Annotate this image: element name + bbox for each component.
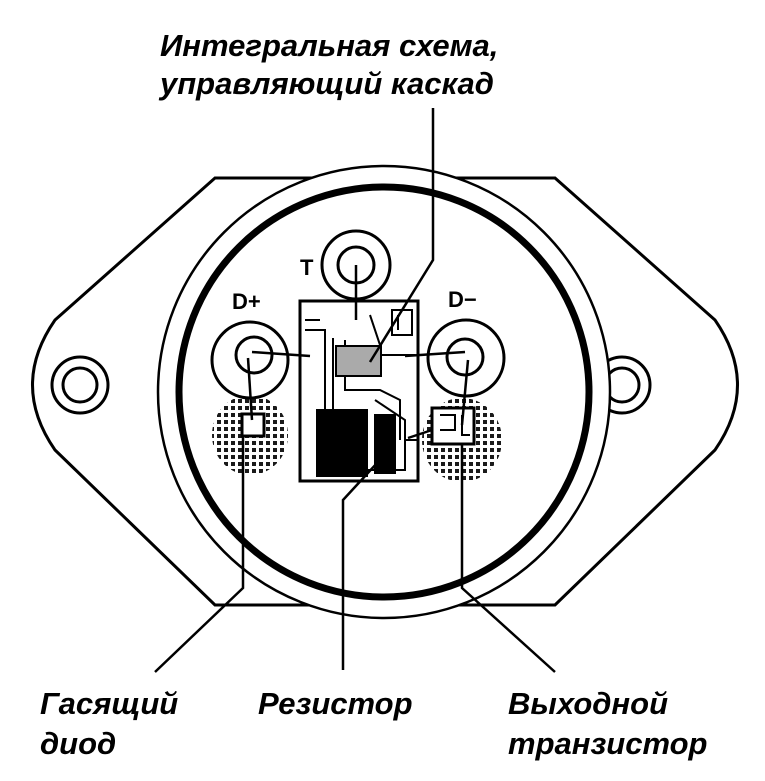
resistor-element-right bbox=[374, 414, 396, 474]
leader-lines bbox=[154, 108, 556, 673]
pin-d-minus-icon bbox=[426, 318, 506, 398]
pin-d-minus-label: D− bbox=[448, 287, 477, 312]
ic-label-line1: Интегральная схема, bbox=[160, 28, 499, 63]
diode-chip bbox=[240, 412, 266, 438]
resistor-label: Резистор bbox=[258, 686, 413, 721]
transistor-leader-line bbox=[460, 444, 556, 673]
diode-label-line1: Гасящий bbox=[40, 686, 179, 721]
pin-d-plus-icon bbox=[210, 320, 290, 400]
transistor-label-line2: транзистор bbox=[508, 726, 708, 761]
diode-label-line2: диод bbox=[40, 726, 117, 761]
left-mounting-hole-icon bbox=[50, 355, 110, 415]
transistor-label-line1: Выходной bbox=[508, 686, 669, 721]
resistor-leader-line bbox=[341, 461, 379, 670]
ic-label-line2: управляющий каскад bbox=[160, 66, 494, 101]
transistor-chip bbox=[430, 406, 476, 446]
ic-die bbox=[335, 345, 382, 377]
pin-d-plus-label: D+ bbox=[232, 289, 261, 314]
diode-leader-line bbox=[154, 436, 245, 673]
resistor-element-left bbox=[316, 409, 368, 477]
ic-leader-line bbox=[368, 108, 435, 363]
bond-wires bbox=[246, 265, 470, 440]
pin-t-label: T bbox=[300, 255, 314, 280]
